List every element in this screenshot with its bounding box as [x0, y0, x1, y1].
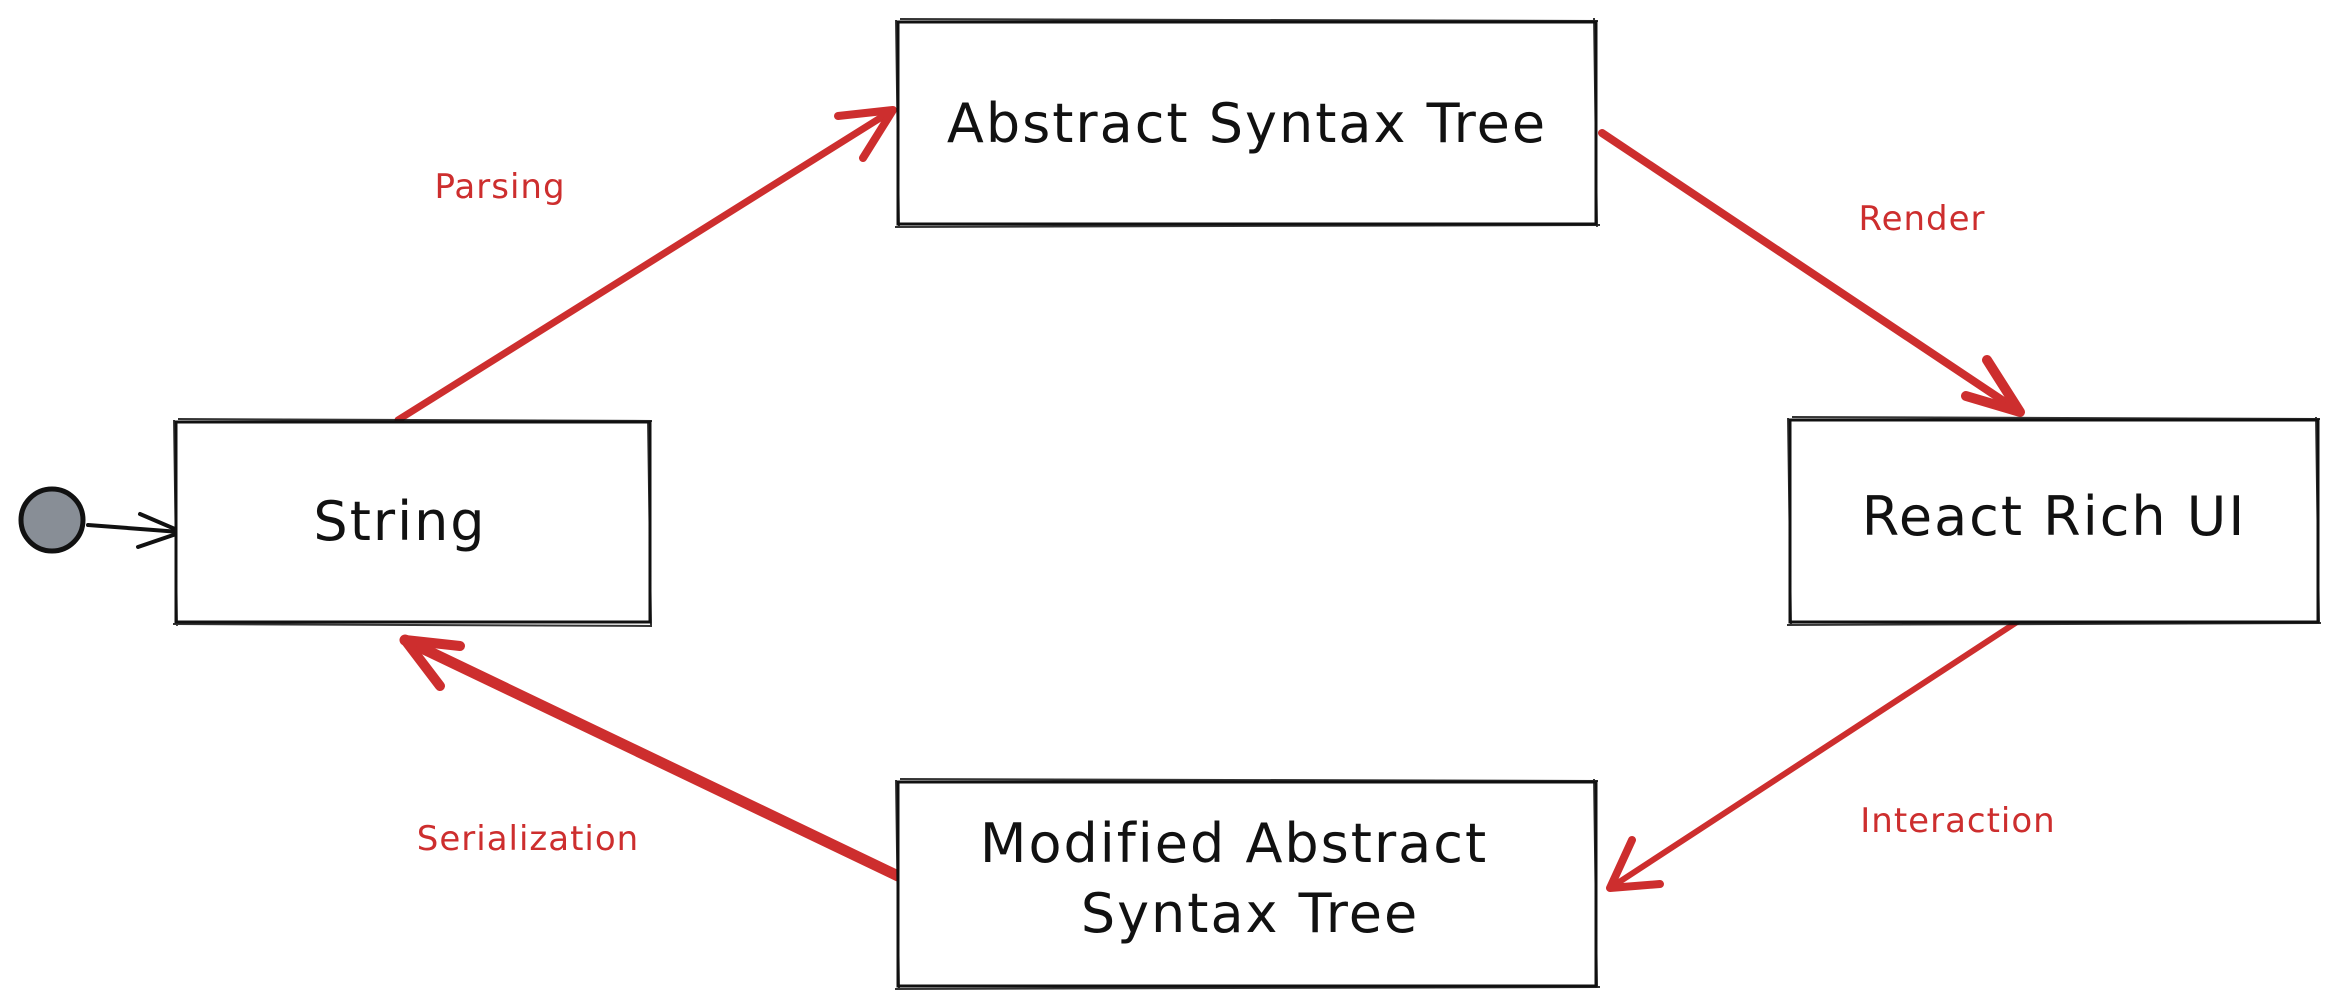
node-string: String	[172, 418, 653, 627]
node-modified-ast-label-line2: Syntax Tree	[1081, 882, 1419, 945]
node-string-label: String	[313, 490, 486, 553]
edge-parsing-label: Parsing	[434, 167, 565, 207]
node-ast-label: Abstract Syntax Tree	[947, 92, 1547, 155]
edge-render-label: Render	[1858, 199, 1985, 239]
node-modified-ast-label-line1: Modified Abstract	[980, 812, 1488, 875]
node-modified-abstract-syntax-tree: Modified Abstract Syntax Tree	[894, 778, 1601, 991]
edge-parsing-arrow	[394, 106, 897, 424]
start-state-dot	[18, 486, 86, 554]
edge-interaction-arrow	[1606, 617, 2023, 892]
start-arrow	[86, 512, 188, 549]
edge-serialization-label: Serialization	[417, 819, 639, 859]
edge-interaction-label: Interaction	[1860, 801, 2055, 841]
node-react-rich-ui-label: React Rich UI	[1862, 485, 2247, 548]
node-abstract-syntax-tree: Abstract Syntax Tree	[894, 17, 1601, 229]
node-react-rich-ui: React Rich UI	[1786, 416, 2322, 627]
edge-serialization-arrow	[399, 634, 904, 882]
edge-render-arrow	[1598, 129, 2025, 417]
